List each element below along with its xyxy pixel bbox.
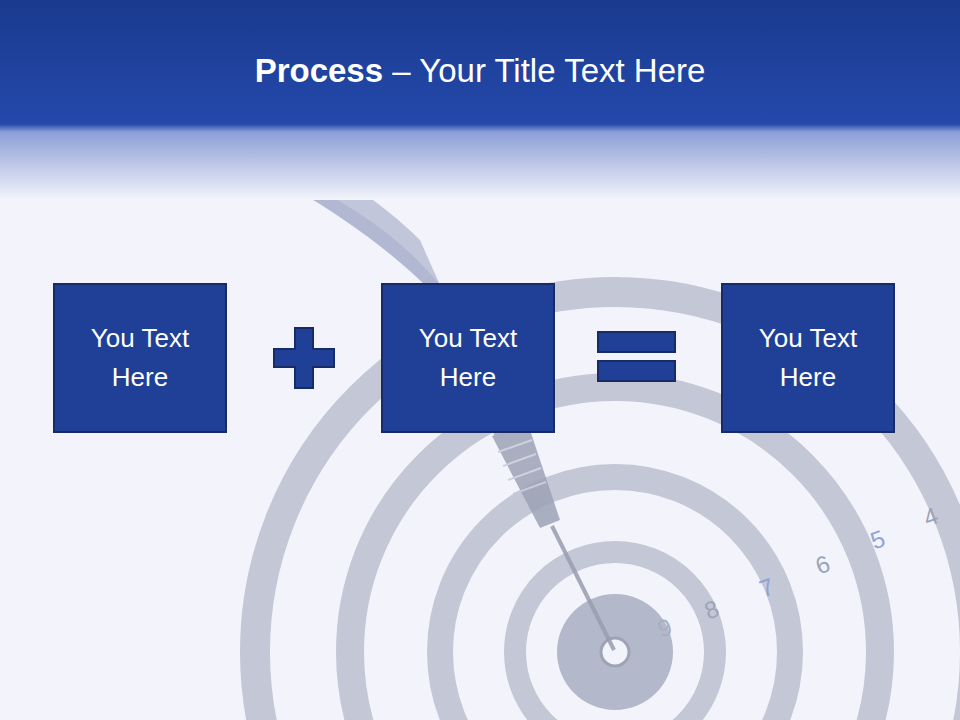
process-box: You Text Here bbox=[721, 283, 895, 433]
board-number: 6 bbox=[812, 551, 833, 578]
dart bbox=[296, 150, 614, 650]
equals-symbol bbox=[598, 361, 675, 381]
board-number: 5 bbox=[867, 526, 888, 553]
box-text: You Text Here bbox=[393, 319, 543, 397]
board-number: 8 bbox=[701, 596, 722, 623]
box-text: You Text Here bbox=[733, 319, 883, 397]
plus-symbol bbox=[274, 328, 334, 388]
board-number: 9 bbox=[654, 614, 675, 641]
title-lead: Process bbox=[255, 52, 383, 89]
bullseye bbox=[601, 638, 629, 666]
process-box: You Text Here bbox=[381, 283, 555, 433]
bull-ring bbox=[557, 594, 673, 710]
process-box: You Text Here bbox=[53, 283, 227, 433]
board-number: 7 bbox=[756, 574, 777, 601]
slide-title: Process – Your Title Text Here bbox=[0, 52, 960, 90]
equals-symbol bbox=[598, 332, 675, 352]
header-band bbox=[0, 0, 960, 200]
title-rest: – Your Title Text Here bbox=[383, 52, 705, 89]
board-number: 4 bbox=[920, 503, 941, 530]
box-text: You Text Here bbox=[65, 319, 215, 397]
